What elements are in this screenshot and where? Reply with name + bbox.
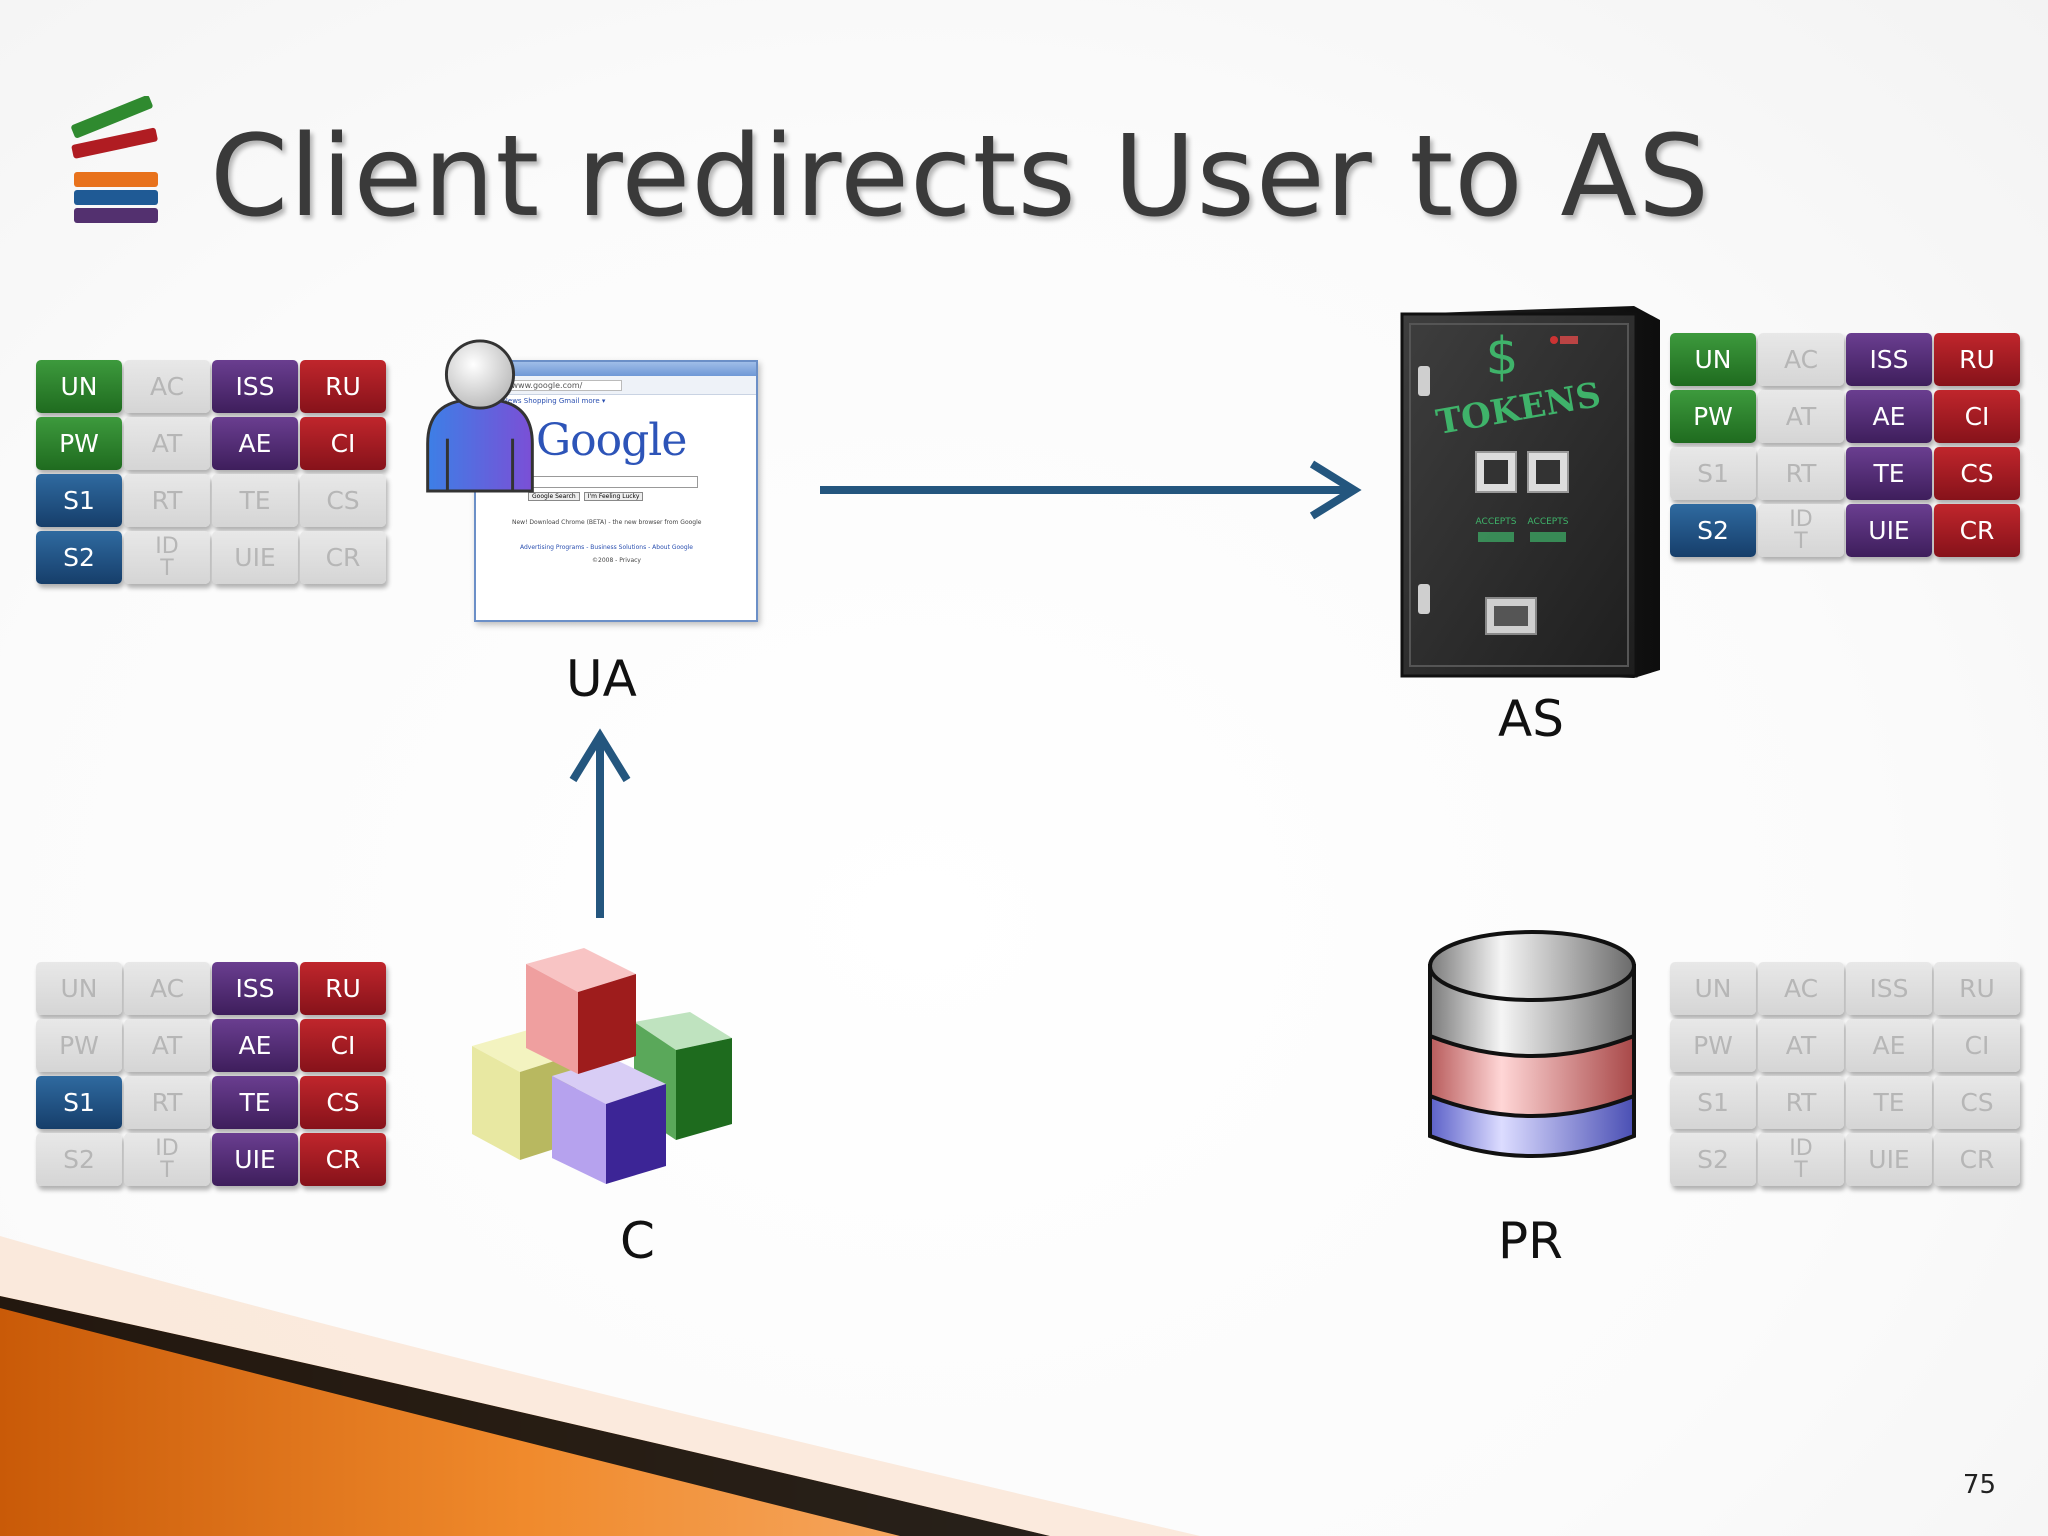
permission-tile-cr: CR [300, 1133, 386, 1186]
permission-tile-ac: AC [124, 360, 210, 413]
browser-copyright: ©2008 - Privacy [592, 557, 641, 564]
permission-tile-at: AT [124, 1019, 210, 1072]
client-label: C [620, 1212, 655, 1270]
permission-tile-rt: RT [124, 474, 210, 527]
permission-tile-at: AT [1758, 1019, 1844, 1072]
as-label: AS [1498, 690, 1564, 748]
page-number: 75 [1962, 1470, 1996, 1500]
permission-tile-ru: RU [300, 962, 386, 1015]
permission-tile-uie: UIE [212, 1133, 298, 1186]
permission-tile-s2: S2 [36, 531, 122, 584]
permission-tile-te: TE [212, 474, 298, 527]
permission-tile-ac: AC [124, 962, 210, 1015]
permission-tile-s1: S1 [1670, 447, 1756, 500]
permission-tile-pw: PW [36, 417, 122, 470]
permission-tile-s1: S1 [1670, 1076, 1756, 1129]
permission-tile-ci: CI [1934, 1019, 2020, 1072]
google-logo: Google [536, 415, 687, 466]
permission-tile-cs: CS [1934, 1076, 2020, 1129]
permission-tile-pw: PW [1670, 390, 1756, 443]
permission-tile-uie: UIE [1846, 504, 1932, 557]
permission-tile-ci: CI [1934, 390, 2020, 443]
permission-tile-ae: AE [212, 1019, 298, 1072]
permission-tile-te: TE [1846, 1076, 1932, 1129]
permission-tile-rt: RT [124, 1076, 210, 1129]
permission-tile-ci: CI [300, 417, 386, 470]
permission-tile-cr: CR [300, 531, 386, 584]
permission-tile-cr: CR [1934, 1133, 2020, 1186]
permission-tile-un: UN [1670, 333, 1756, 386]
permission-tile-at: AT [124, 417, 210, 470]
permission-tile-ae: AE [1846, 390, 1932, 443]
svg-text:ACCEPTS: ACCEPTS [1528, 517, 1569, 527]
permission-tile-ru: RU [1934, 962, 2020, 1015]
svg-text:ACCEPTS: ACCEPTS [1476, 517, 1517, 527]
pr-label: PR [1498, 1212, 1563, 1270]
permission-tile-s1: S1 [36, 1076, 122, 1129]
permission-tile-iss: ISS [1846, 962, 1932, 1015]
permission-tile-cr: CR [1934, 504, 2020, 557]
redirect-arrow-right [820, 460, 1362, 520]
permission-tile-pw: PW [36, 1019, 122, 1072]
permission-tile-s2: S2 [36, 1133, 122, 1186]
decorative-swoosh [0, 1236, 1200, 1536]
permission-tile-s2: S2 [1670, 504, 1756, 557]
database-icon [1428, 930, 1636, 1158]
permission-tile-cs: CS [300, 474, 386, 527]
token-machine-icon: $ TOKENS ACCEPTS ACCEPTS [1400, 306, 1660, 678]
permission-tile-uie: UIE [1846, 1133, 1932, 1186]
permission-tile-un: UN [1670, 962, 1756, 1015]
permission-tile-te: TE [212, 1076, 298, 1129]
permission-tile-ac: AC [1758, 962, 1844, 1015]
permission-tile-iss: ISS [212, 962, 298, 1015]
permission-tile-rt: RT [1758, 1076, 1844, 1129]
browser-titlebar [476, 362, 756, 376]
svg-text:$: $ [1485, 327, 1518, 387]
permission-tile-ae: AE [212, 417, 298, 470]
permission-tile-at: AT [1758, 390, 1844, 443]
stacked-books-logo-icon [71, 96, 158, 223]
permission-tile-ci: CI [300, 1019, 386, 1072]
permission-tile-iss: ISS [1846, 333, 1932, 386]
permission-tile-pw: PW [1670, 1019, 1756, 1072]
permission-tile-iss: ISS [212, 360, 298, 413]
permission-tile-cs: CS [300, 1076, 386, 1129]
browser-links: Maps News Shopping Gmail more ▾ [482, 397, 606, 405]
permission-tile-ru: RU [300, 360, 386, 413]
permission-tile-ac: AC [1758, 333, 1844, 386]
permission-tile-s2: S2 [1670, 1133, 1756, 1186]
lucky-button: I'm Feeling Lucky [583, 492, 644, 501]
permission-tile-uie: UIE [212, 531, 298, 584]
permission-tile-un: UN [36, 962, 122, 1015]
permission-tile-ru: RU [1934, 333, 2020, 386]
permission-tile-te: TE [1846, 447, 1932, 500]
permission-tile-rt: RT [1758, 447, 1844, 500]
permission-tile-cs: CS [1934, 447, 2020, 500]
client-to-ua-arrow-up [569, 728, 631, 918]
ua-label: UA [566, 650, 637, 708]
slide-title: Client redirects User to AS [210, 112, 1711, 242]
permission-tile-un: UN [36, 360, 122, 413]
chrome-promo: New! Download Chrome (BETA) - the new br… [512, 519, 702, 526]
browser-address-bar: http://www.google.com/ [476, 376, 756, 395]
permission-tile-s1: S1 [36, 474, 122, 527]
google-search-button: Google Search [528, 492, 580, 501]
permission-tile-ae: AE [1846, 1019, 1932, 1072]
client-blocks-icon [472, 948, 732, 1184]
footer-links: Advertising Programs - Business Solution… [520, 544, 693, 551]
user-person-icon [426, 339, 534, 493]
